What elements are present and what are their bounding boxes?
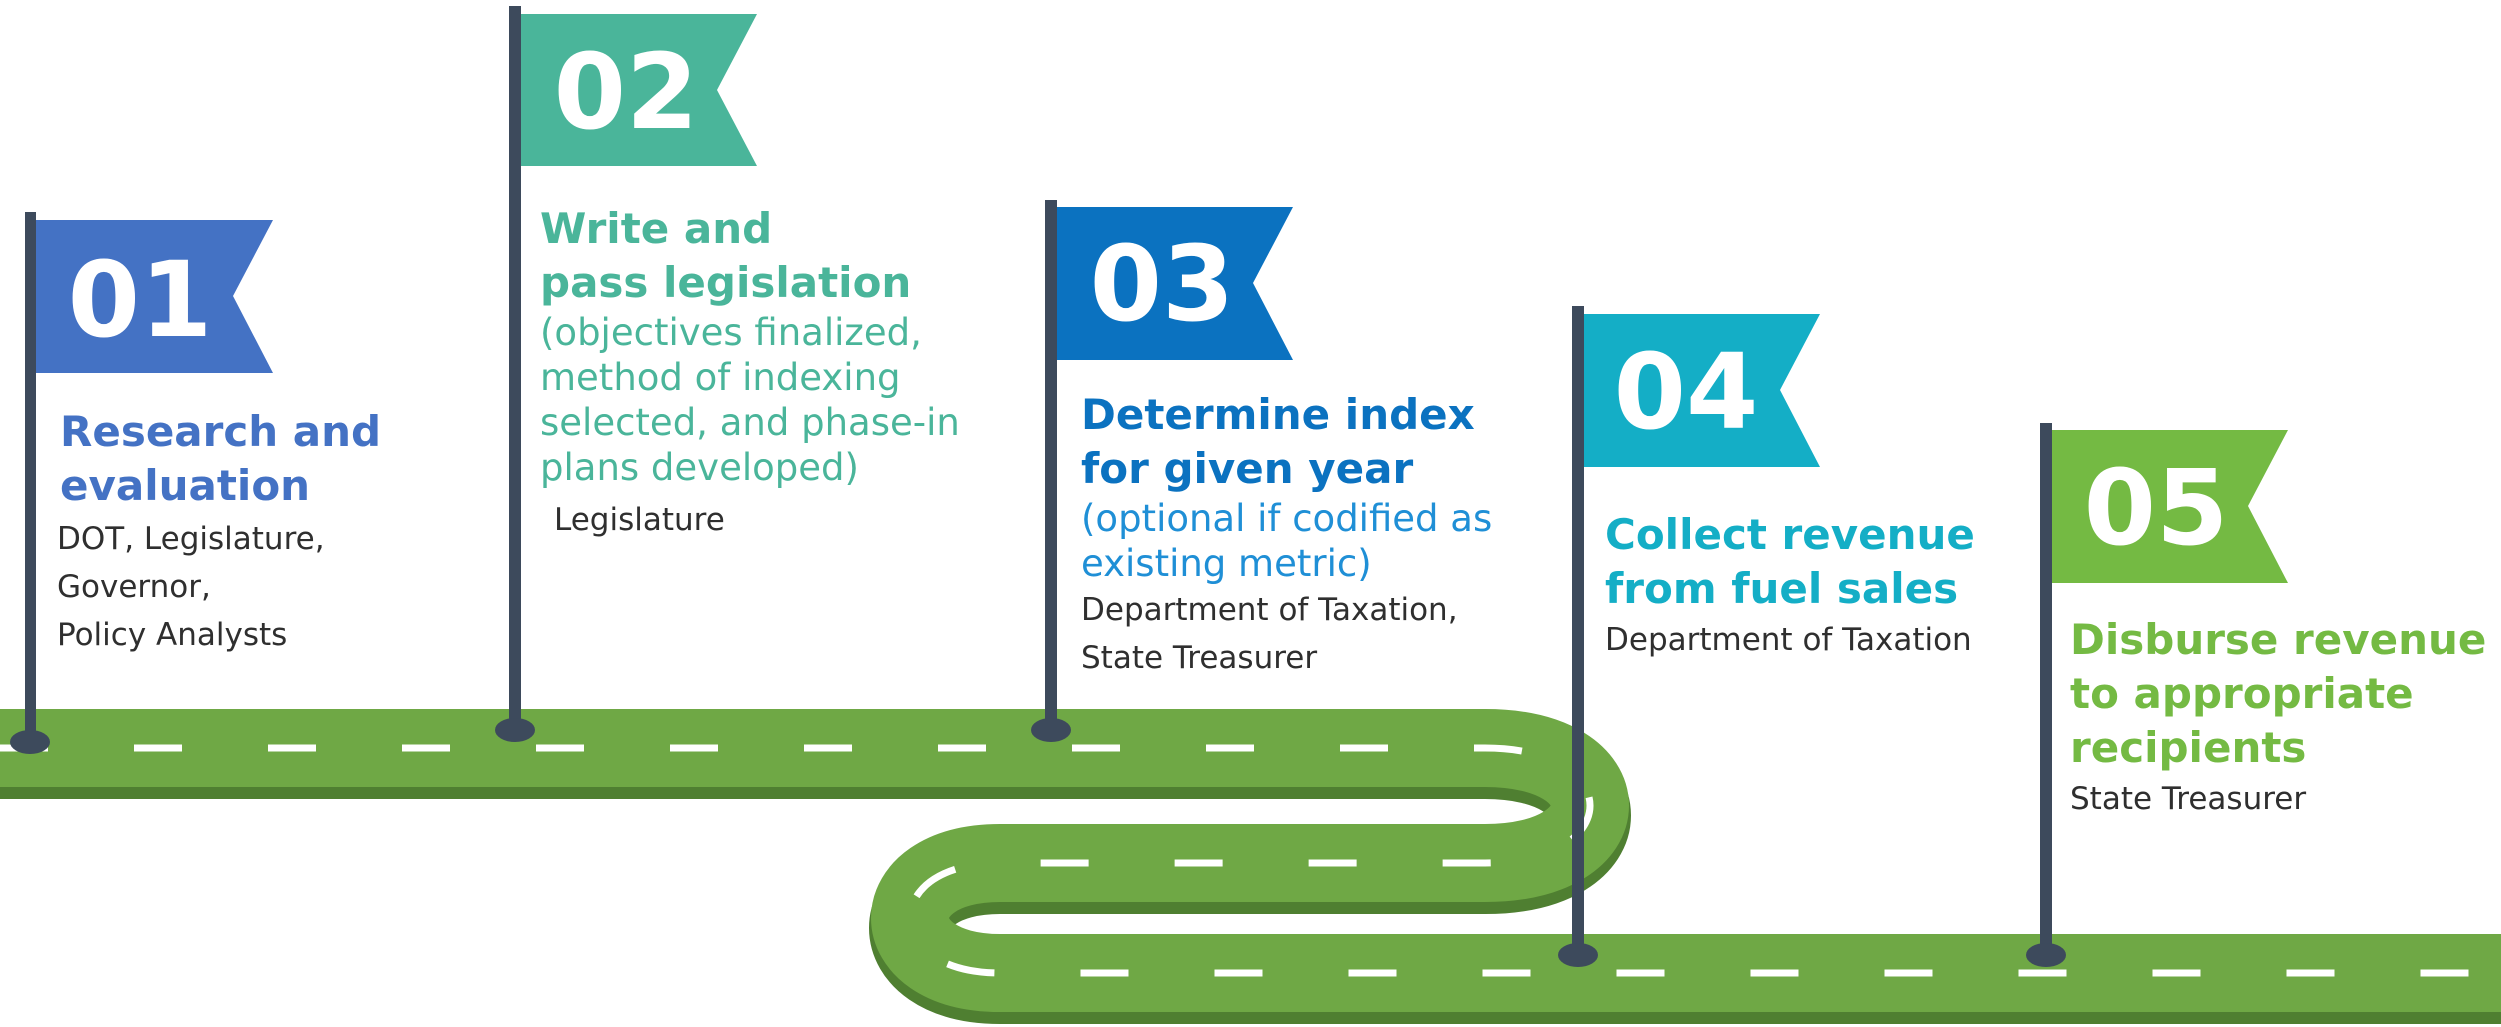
flag-number-03: 03 [1090, 223, 1235, 345]
step-03-owners: Department of Taxation, State Treasurer [1081, 586, 1521, 682]
flag-pole-base-04 [1558, 943, 1598, 967]
step-03-title: Determine index for given year [1081, 388, 1521, 496]
step-03-details: (optional if codified as existing metric… [1081, 496, 1521, 586]
step-04-title-line-2: from fuel sales [1605, 564, 1959, 613]
road [0, 709, 2501, 1024]
step-03-detail-line-2: existing metric) [1081, 542, 1372, 585]
step-01-title-line-1: Research and [60, 407, 382, 456]
step-03-detail-line-1: (optional if codified as [1081, 497, 1493, 540]
step-03-title-line-2: for given year [1081, 444, 1414, 493]
step-02-owner-line-1: Legislature [554, 502, 725, 538]
step-02-details: (objectives finalized, method of indexin… [540, 310, 960, 490]
flag-banner-04 [1583, 314, 1820, 467]
step-03-owner-line-1: Department of Taxation, [1081, 592, 1458, 628]
flag-number-01: 01 [68, 239, 213, 361]
flag-pole-base-01 [10, 730, 50, 754]
flag-banner-03 [1055, 207, 1293, 360]
road-center-dashes [0, 744, 2501, 977]
flag-banner-02 [520, 14, 757, 166]
step-02-detail-line-2: method of indexing [540, 356, 901, 399]
step-04-title: Collect revenue from fuel sales [1605, 508, 2025, 616]
step-02-title-line-2: pass legislation [540, 258, 912, 307]
step-02-detail-line-3: selected, and phase-in [540, 401, 960, 444]
step-02-detail-line-4: plans developed) [540, 446, 859, 489]
flag-pole-05 [2040, 423, 2052, 952]
flag-number-05: 05 [2084, 447, 2229, 569]
step-03: Determine index for given year (optional… [1081, 388, 1521, 682]
flag-banner-05 [2050, 430, 2288, 583]
step-01-title: Research and evaluation [60, 405, 480, 513]
step-05-title-line-2: to appropriate [2070, 669, 2414, 718]
step-02-owners: Legislature [554, 496, 960, 544]
flag-02: 02 [495, 6, 757, 742]
step-05-title: Disburse revenue to appropriate recipien… [2070, 613, 2490, 775]
step-04-owner-line-1: Department of Taxation [1605, 622, 1972, 658]
step-01: Research and evaluation DOT, Legislature… [57, 405, 480, 659]
step-05-owner-line-1: State Treasurer [2070, 781, 2307, 817]
step-05-title-line-1: Disburse revenue [2070, 615, 2487, 664]
flag-04: 04 [1558, 306, 1820, 967]
flag-pole-02 [509, 6, 521, 740]
step-04-owners: Department of Taxation [1605, 616, 2025, 664]
step-04-title-line-1: Collect revenue [1605, 510, 1975, 559]
flag-pole-04 [1572, 306, 1584, 952]
flag-pole-base-02 [495, 718, 535, 742]
step-05: Disburse revenue to appropriate recipien… [2070, 613, 2490, 823]
flag-number-04: 04 [1614, 331, 1759, 453]
step-05-title-line-3: recipients [2070, 723, 2307, 772]
flag-pole-base-05 [2026, 943, 2066, 967]
step-05-owners: State Treasurer [2070, 775, 2490, 823]
step-01-owners: DOT, Legislature, Governor, Policy Analy… [57, 515, 480, 659]
step-01-owner-line-1: DOT, Legislature, Governor, [57, 521, 325, 605]
step-02-title-line-1: Write and [540, 204, 773, 253]
flag-pole-03 [1045, 200, 1057, 740]
step-02: Write and pass legislation (objectives f… [540, 202, 960, 544]
step-03-owner-line-2: State Treasurer [1081, 640, 1318, 676]
step-01-title-line-2: evaluation [60, 461, 311, 510]
flag-05: 05 [2026, 423, 2288, 967]
flag-01: 01 [10, 212, 273, 754]
flag-03: 03 [1031, 200, 1293, 742]
flag-banner-01 [30, 220, 273, 373]
flag-pole-base-03 [1031, 718, 1071, 742]
step-04: Collect revenue from fuel sales Departme… [1605, 508, 2025, 664]
step-02-title: Write and pass legislation [540, 202, 960, 310]
step-02-detail-line-1: (objectives finalized, [540, 311, 922, 354]
step-01-owner-line-2: Policy Analysts [57, 617, 288, 653]
step-03-title-line-1: Determine index [1081, 390, 1475, 439]
flag-pole-01 [25, 212, 36, 740]
flag-number-02: 02 [554, 31, 699, 153]
